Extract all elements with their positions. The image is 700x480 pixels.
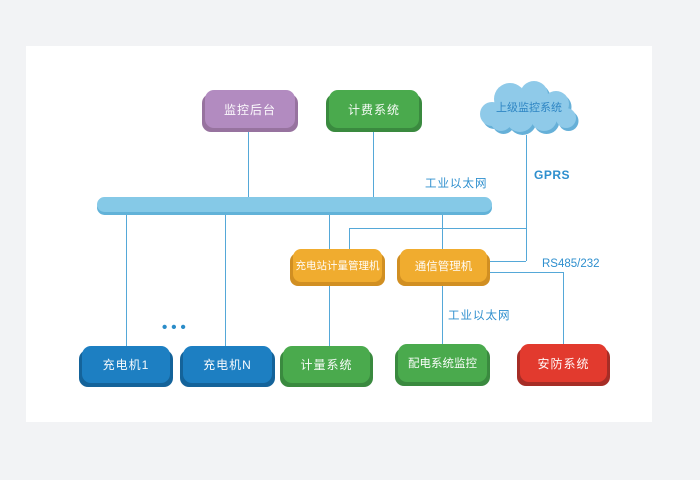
node-comm-manager-label: 通信管理机: [414, 260, 473, 273]
link-monitor-backend-to-bus: [248, 128, 249, 197]
link-billing-system-to-bus: [373, 128, 374, 197]
node-metering-system: 计量系统: [283, 346, 370, 383]
ethernet-comm-link-label: 工业以太网: [448, 310, 511, 322]
gprs-link-label: GPRS: [534, 168, 571, 182]
node-security-system: 安防系统: [520, 344, 607, 382]
node-metering-system-label: 计量系统: [300, 358, 353, 372]
link-bus-to-charger-1: [126, 212, 127, 346]
link-bus-to-charger-n: [225, 212, 226, 346]
node-billing-system: 计费系统: [329, 90, 419, 128]
cloud-icon: [480, 81, 579, 135]
node-charger-n-label: 充电机N: [203, 358, 252, 372]
node-billing-system-label: 计费系统: [347, 102, 400, 117]
node-station-metering-manager: 充电站计量管理机: [293, 249, 382, 282]
node-monitor-backend: 监控后台: [205, 90, 295, 128]
node-security-system-label: 安防系统: [537, 356, 590, 371]
node-upper-monitor-cloud-label: 上级监控系统: [496, 102, 562, 114]
node-station-metering-manager-label: 充电站计量管理机: [295, 260, 380, 272]
node-power-distribution-monitor: 配电系统监控: [398, 344, 487, 382]
ethernet-bus-label: 工业以太网: [425, 178, 488, 190]
node-power-distribution-monitor-label: 配电系统监控: [408, 358, 477, 370]
link-branch-to-metering-manager: [349, 228, 350, 249]
link-comm-manager-rs485-horizontal: [487, 272, 563, 273]
link-rs485-to-security-system: [563, 272, 564, 345]
node-charger-1: 充电机1: [82, 346, 170, 383]
ethernet-bus-bar: [97, 197, 492, 212]
node-charger-1-label: 充电机1: [102, 358, 150, 372]
diagram-canvas: 工业以太网 监控后台 计费系统 上级监控系统 充电站计量管理机 通信管理机 充电…: [26, 46, 652, 422]
ellipsis-dots: •••: [162, 319, 190, 336]
node-monitor-backend-label: 监控后台: [223, 102, 276, 117]
link-cloud-gprs-line: [526, 135, 527, 261]
node-charger-n: 充电机N: [183, 346, 272, 383]
rs485-link-label: RS485/232: [542, 258, 600, 270]
link-comm-manager-to-gprs-line: [487, 261, 526, 262]
node-comm-manager: 通信管理机: [400, 249, 487, 282]
link-gprs-branch-horizontal: [349, 228, 526, 229]
